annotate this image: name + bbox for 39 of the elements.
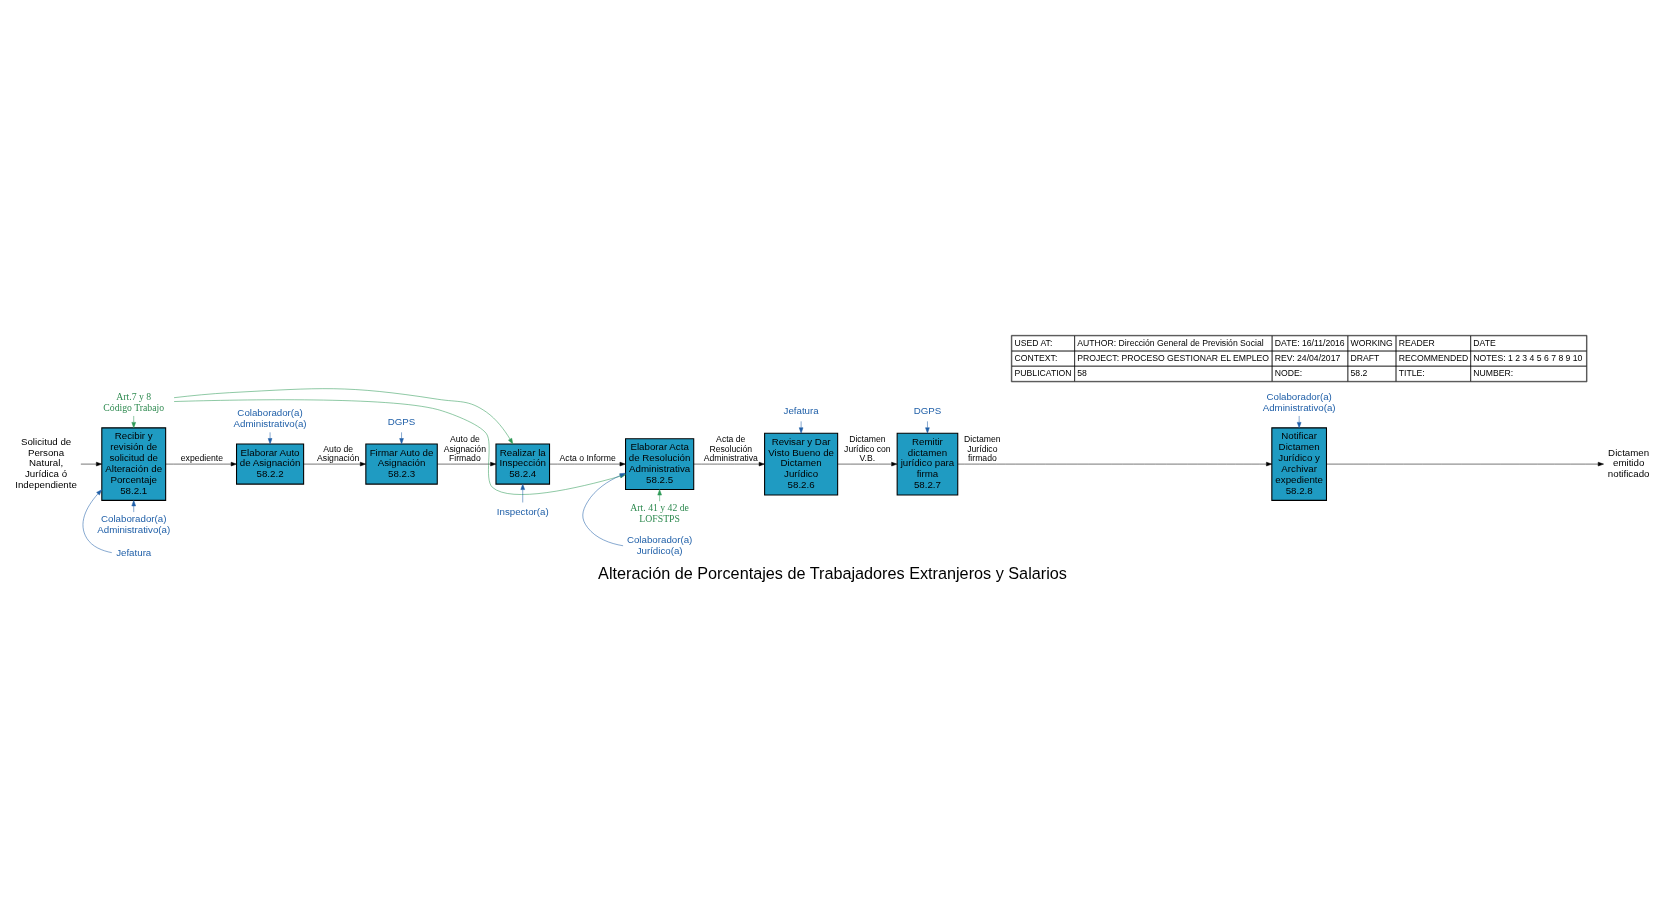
label: 58.2 <box>1350 367 1368 378</box>
label: NUMBER: <box>1473 367 1514 378</box>
edge-label: Acta de Resolución Administrativa <box>703 433 758 464</box>
diagram-title: Alteración de Porcentajes de Trabajadores Extranjeros y Salarios <box>598 563 1067 582</box>
node-text: Colaborador(a) Administrativo(a) <box>97 513 171 536</box>
label: DRAFT <box>1350 352 1380 363</box>
label: PROJECT: PROCESO GESTIONAR EL EMPLEO <box>1077 352 1270 363</box>
edge-label: Dictamen Jurídico con V.B. <box>844 433 891 464</box>
label: PUBLICATION <box>1014 367 1072 378</box>
node-text: Colaborador(a) Administrativo(a) <box>1262 390 1336 413</box>
node-text: Jefatura <box>783 405 819 416</box>
edge-label: Auto de Asignación Firmado <box>443 433 486 464</box>
label: READER <box>1398 337 1435 348</box>
node-text: DGPS <box>387 415 416 427</box>
edge-label: Auto de Asignación <box>317 443 360 464</box>
node-text: Dictamen emitido notificado <box>1607 446 1650 480</box>
node-text: Colaborador(a) Administrativo(a) <box>233 407 307 429</box>
edge-label: expediente <box>180 453 224 464</box>
label: DATE <box>1473 337 1496 348</box>
node-text: Solicitud de Persona Natural, Jurídica ó Independiente <box>15 435 77 491</box>
label: CONTEXT: <box>1014 352 1058 363</box>
node-text: Art. 41 y 42 de LOFSTPS <box>630 502 689 525</box>
label: WORKING <box>1350 337 1393 348</box>
node-text: Inspector(a) <box>496 505 549 517</box>
edge-label: Dictamen Jurídico firmado <box>964 433 1001 464</box>
label: USED AT: <box>1014 337 1053 348</box>
label: NODE: <box>1274 367 1303 378</box>
label: NOTES: 1 2 3 4 5 6 7 8 9 10 <box>1473 352 1583 363</box>
label: TITLE: <box>1398 367 1425 378</box>
edge-label: Acta o Informe <box>559 453 616 464</box>
label: RECOMMENDED <box>1398 352 1469 363</box>
node-text: DGPS <box>913 405 942 416</box>
node-text: Jefatura <box>116 547 152 559</box>
label: AUTHOR: Dirección General de Previsión Social <box>1077 337 1264 348</box>
node-text: Art.7 y 8 Código Trabajo <box>103 390 165 413</box>
label: DATE: 16/11/2016 <box>1274 337 1345 348</box>
label: REV: 24/04/2017 <box>1274 352 1341 363</box>
node-text: Colaborador(a) Jurídico(a) <box>626 534 693 557</box>
label: 58 <box>1077 367 1087 378</box>
